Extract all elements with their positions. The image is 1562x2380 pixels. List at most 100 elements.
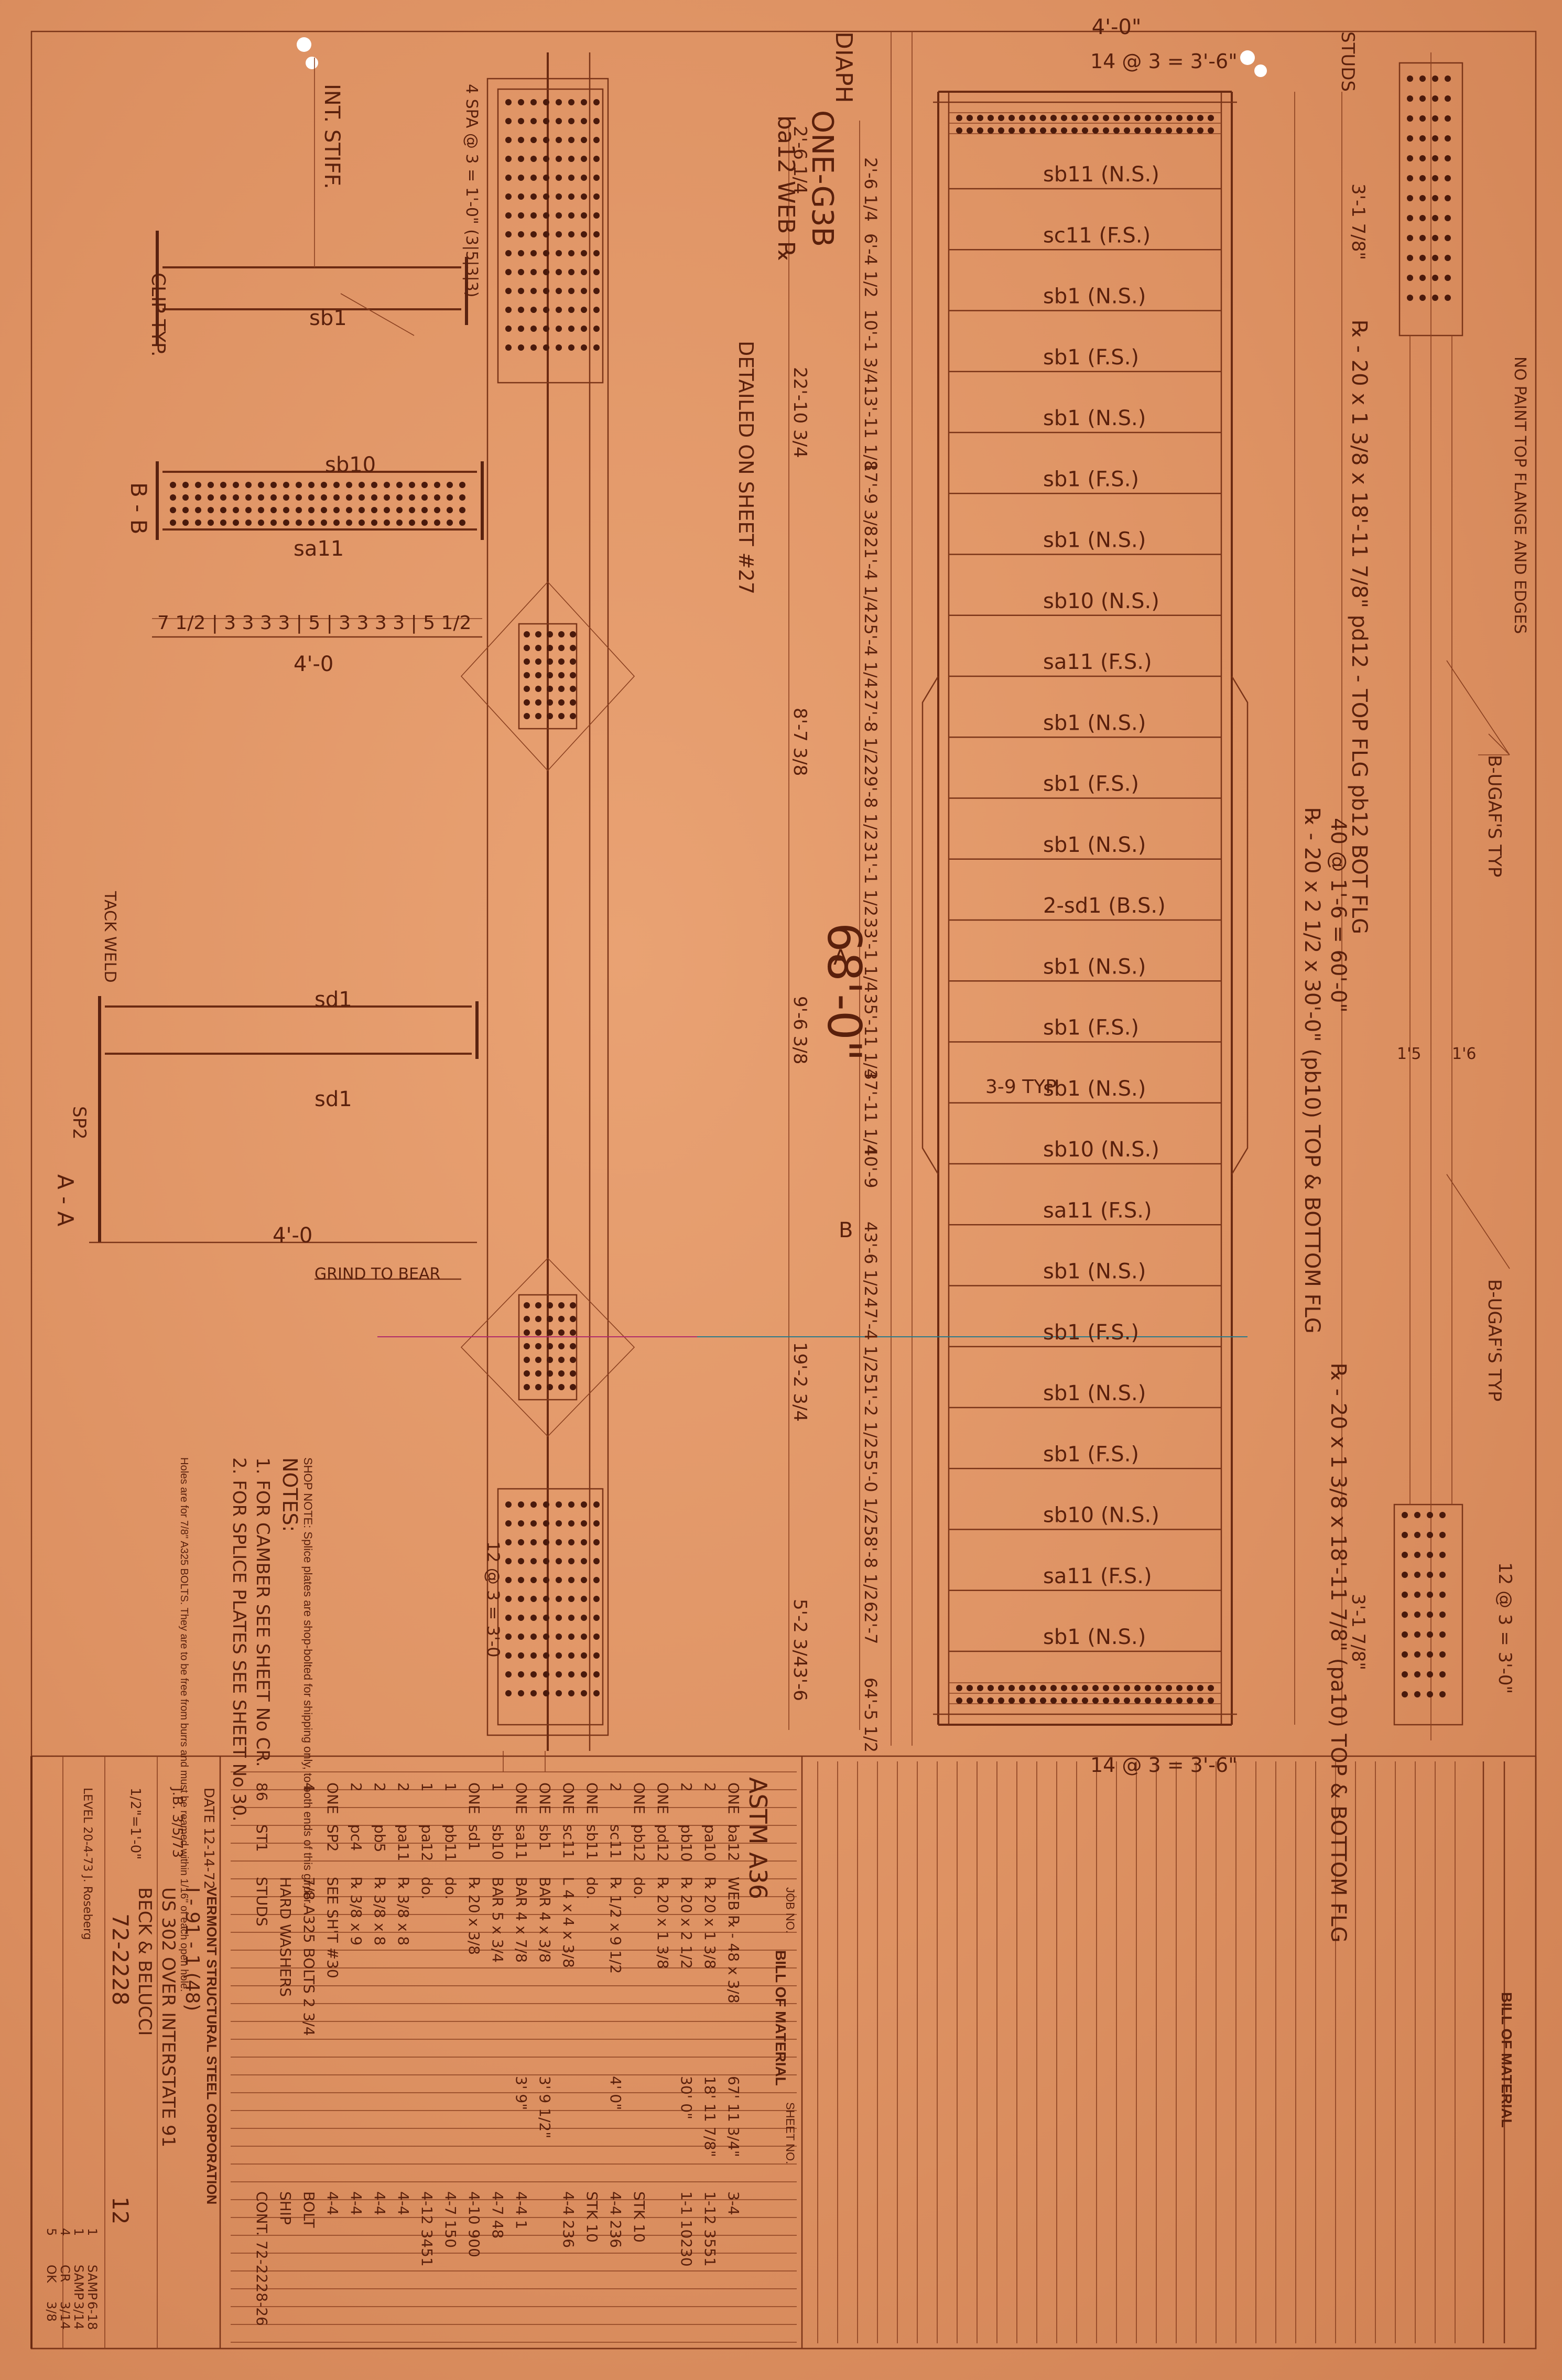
bolt-dot: [543, 231, 549, 237]
bolt-dot: [1445, 235, 1451, 241]
bom-cell-desc: HARD WASHERS: [277, 1877, 294, 1997]
bolt-dot: [308, 482, 314, 488]
bolt-dot: [195, 482, 201, 488]
bolt-dot: [258, 482, 264, 488]
bom-cell-wt: 4-7 150: [442, 2191, 459, 2248]
bolt-dot: [547, 631, 553, 637]
bolt-dot: [1445, 295, 1451, 301]
bolt-dot: [1134, 1685, 1141, 1691]
bolt-dot: [296, 520, 302, 526]
bolt-dot: [359, 507, 365, 513]
bolt-dot: [220, 482, 226, 488]
bom-cell-desc: BAR 4 x 3/8: [536, 1877, 554, 1963]
bom-cell-mark: sa11: [513, 1824, 530, 1859]
bolt-dot: [593, 1615, 600, 1621]
bolt-dot: [593, 1558, 600, 1564]
bolt-dot: [1427, 1611, 1433, 1618]
stiffener-label: sb1 (N.S.): [1043, 711, 1146, 735]
bolt-dot: [593, 1690, 600, 1696]
bolt-dot: [556, 1501, 562, 1508]
bolt-dot: [1008, 1697, 1015, 1704]
ordinate-label: 31'-1 1/2: [861, 841, 881, 916]
bolt-dot: [581, 1539, 587, 1545]
bolt-dot: [547, 686, 553, 692]
bolt-dot: [505, 156, 512, 162]
bolt-dot: [505, 1596, 512, 1602]
bolt-dot: [1208, 1697, 1214, 1704]
bolt-dot: [535, 713, 541, 719]
bolt-dot: [333, 494, 340, 501]
bom-cell-desc: L 4 x 4 x 3/8: [560, 1877, 577, 1968]
grind-note: GRIND TO BEAR: [314, 1265, 440, 1283]
bom-cell-wt: 4-7 48: [489, 2191, 506, 2238]
section-b-mark: B: [839, 1218, 853, 1242]
bolt-dot: [530, 1520, 537, 1527]
bolt-dot: [530, 1633, 537, 1640]
bolt-dot: [505, 1690, 512, 1696]
bom-cell-desc: BAR 4 x 7/8: [513, 1877, 530, 1963]
bolt-dot: [1061, 1697, 1067, 1704]
bolt-dot: [1414, 1631, 1420, 1638]
bolt-dot: [1197, 127, 1203, 134]
bolt-dot: [384, 507, 390, 513]
bolt-dot: [182, 520, 189, 526]
bolt-dot: [535, 631, 541, 637]
bolt-dot: [1427, 1592, 1433, 1598]
bolt-dot: [581, 1596, 587, 1602]
bolt-dot: [1029, 1685, 1036, 1691]
bolt-dot: [1445, 255, 1451, 261]
bolt-dot: [321, 520, 327, 526]
bolt-dot: [518, 307, 524, 313]
ordinate-label: 55'-0 1/2: [861, 1449, 881, 1524]
bolt-dot: [547, 1357, 553, 1363]
bolt-dot: [570, 713, 576, 719]
bolt-dot: [421, 494, 428, 501]
bolt-dot: [535, 1357, 541, 1363]
bolt-dot: [1419, 95, 1426, 102]
ordinate-label: 6'-4 1/2: [861, 233, 881, 298]
bolt-dot: [530, 250, 537, 256]
sheet-no: 12: [107, 2197, 133, 2224]
bolt-dot: [547, 1384, 553, 1390]
ordinate-label: 2'-6 1/4: [861, 157, 881, 222]
stiffener-label: sb1 (N.S.): [1043, 955, 1146, 979]
bolt-dot: [524, 672, 530, 678]
revision-by: SAMP: [85, 2265, 100, 2300]
bolt-dot: [543, 1615, 549, 1621]
bolt-dot: [1040, 127, 1046, 134]
bolt-dot: [530, 193, 537, 200]
bolt-dot: [283, 494, 289, 501]
stiffener-label: sb1 (N.S.): [1043, 285, 1146, 309]
bolt-dot: [568, 288, 574, 294]
bolt-dot: [1061, 115, 1067, 121]
bolt-dot: [524, 1329, 530, 1336]
bolt-dot: [581, 1520, 587, 1527]
bolt-dot: [233, 482, 239, 488]
bolt-dot: [956, 127, 962, 134]
bolt-dot: [1407, 175, 1413, 181]
bolt-dot: [1414, 1592, 1420, 1598]
bolt-dot: [581, 1633, 587, 1640]
bolt-dot: [568, 1596, 574, 1602]
bom-cell-pcs: 86: [253, 1782, 270, 1801]
bom-cell-wt: 4-4: [395, 2191, 412, 2215]
bolt-dot: [593, 1671, 600, 1678]
bolt-dot: [505, 175, 512, 181]
bolt-dot: [593, 156, 600, 162]
stiffener-label: sb10 (N.S.): [1043, 1503, 1159, 1528]
bolt-dot: [1082, 127, 1088, 134]
bolt-dot: [505, 326, 512, 332]
stiffener-label: sb1 (N.S.): [1043, 1625, 1146, 1649]
bolt-dot: [556, 118, 562, 124]
ordinate-label: 37'-11 1/4: [861, 1069, 881, 1155]
bolt-dot: [518, 156, 524, 162]
bolt-dot: [530, 1615, 537, 1621]
bolt-dot: [505, 1577, 512, 1583]
bolt-dot: [1113, 127, 1120, 134]
bom-cell-pcs: 2: [607, 1782, 624, 1792]
bolt-dot: [371, 482, 377, 488]
bolt-dot: [524, 1343, 530, 1349]
bolt-dot: [977, 127, 983, 134]
bolt-dot: [568, 307, 574, 313]
